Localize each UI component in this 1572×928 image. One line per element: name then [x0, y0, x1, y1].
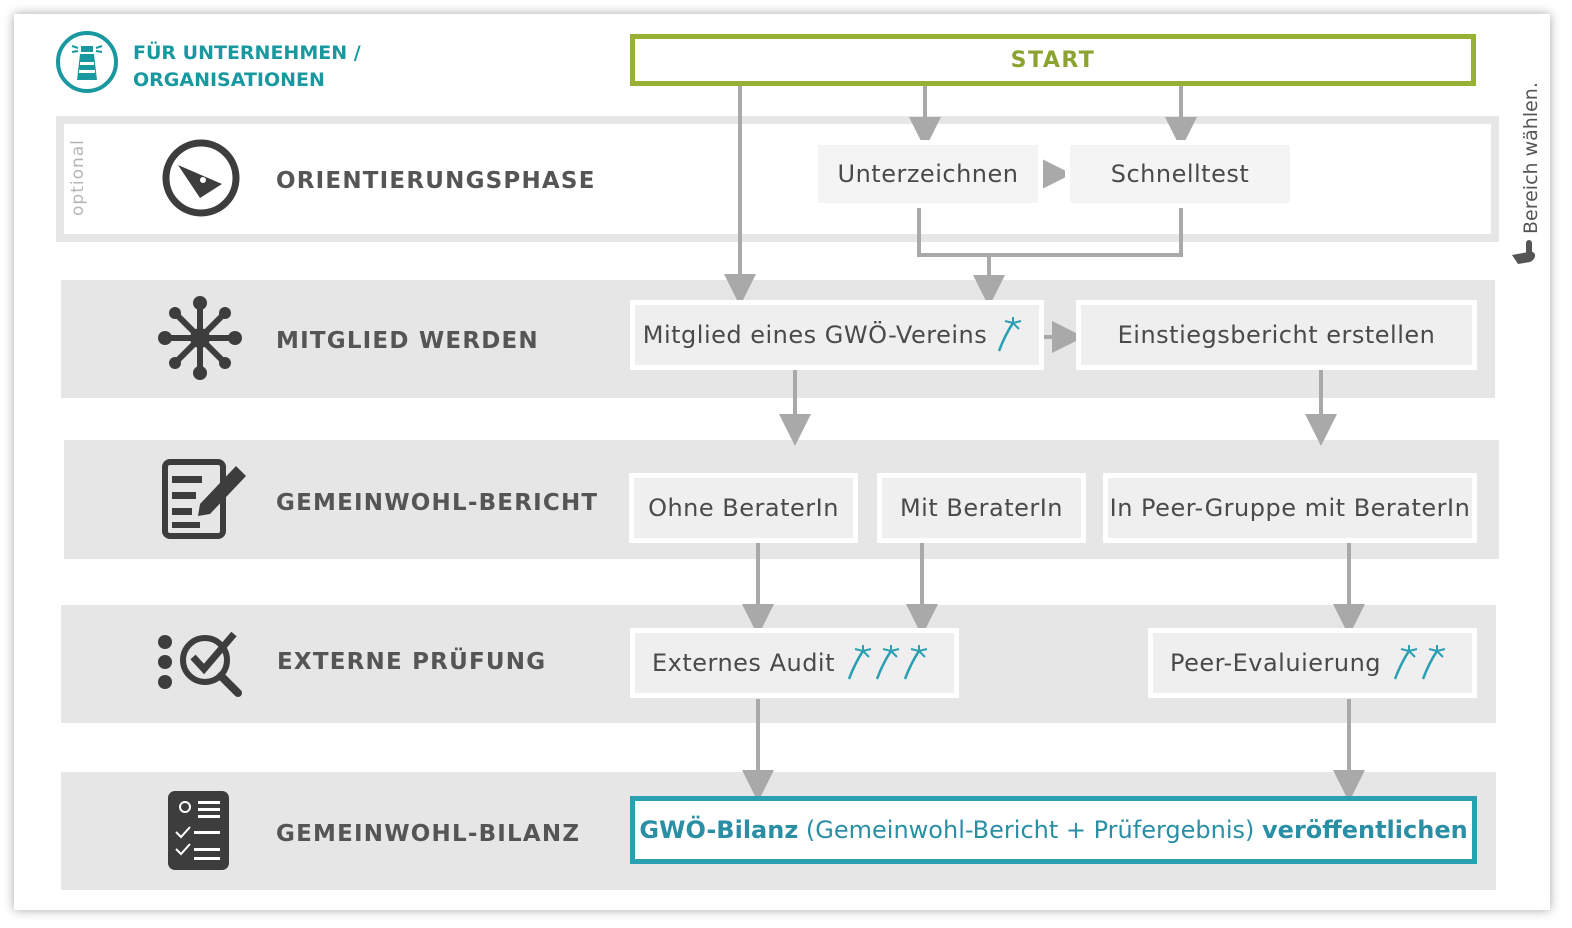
- step-peer-gruppe[interactable]: In Peer-Gruppe mit BeraterIn: [1103, 473, 1477, 543]
- org-title-line1: FÜR UNTERNEHMEN /: [133, 42, 361, 64]
- final-label-part2: (Gemeinwohl-Bericht + Prüfergebnis): [798, 816, 1263, 844]
- step-ohne-berater[interactable]: Ohne BeraterIn: [629, 473, 858, 543]
- palm-marker: [998, 317, 1022, 352]
- final-publish-box[interactable]: GWÖ-Bilanz (Gemeinwohl-Bericht + Prüferg…: [630, 796, 1477, 864]
- phase-label-orientierung: ORIENTIERUNGSPHASE: [276, 168, 596, 194]
- phase-label-bericht: GEMEINWOHL-BERICHT: [276, 490, 599, 516]
- step-label: Externes Audit: [651, 649, 836, 677]
- organization-title: FÜR UNTERNEHMEN / ORGANISATIONEN: [133, 40, 361, 94]
- phase-label-pruefung: EXTERNE PRÜFUNG: [277, 649, 547, 675]
- palm-marker-icon: [998, 317, 1022, 352]
- palm-marker-icon: [1393, 645, 1446, 680]
- palm-marker: [875, 645, 900, 680]
- palm-marker: [903, 645, 928, 680]
- phase-label-bilanz: GEMEINWOHL-BILANZ: [276, 821, 581, 847]
- phase-label-mitglied: MITGLIED WERDEN: [276, 328, 539, 354]
- step-label: Mit BeraterIn: [899, 494, 1064, 522]
- start-box[interactable]: START: [630, 34, 1476, 86]
- step-label: Ohne BeraterIn: [648, 494, 839, 522]
- side-hint: Bereich wählen.: [1520, 82, 1542, 234]
- final-label-part3: veröffentlichen: [1262, 816, 1468, 844]
- step-schnelltest[interactable]: Schnelltest: [1065, 140, 1295, 208]
- step-externes-audit[interactable]: Externes Audit: [630, 628, 959, 698]
- step-label: Mitglied eines GWÖ-Vereins: [642, 321, 988, 349]
- step-label: Unterzeichnen: [837, 160, 1019, 188]
- step-peer-evaluierung[interactable]: Peer-Evaluierung: [1148, 628, 1477, 698]
- step-label: Schnelltest: [1110, 160, 1250, 188]
- step-einstiegsbericht[interactable]: Einstiegsbericht erstellen: [1076, 300, 1477, 370]
- org-title-line2: ORGANISATIONEN: [133, 69, 325, 91]
- palm-marker: [847, 645, 872, 680]
- step-label: In Peer-Gruppe mit BeraterIn: [1109, 494, 1471, 522]
- step-mitglied-verein[interactable]: Mitglied eines GWÖ-Vereins: [630, 300, 1044, 370]
- step-mit-berater[interactable]: Mit BeraterIn: [877, 473, 1086, 543]
- palm-marker-icon: [847, 645, 928, 680]
- step-unterzeichnen[interactable]: Unterzeichnen: [813, 140, 1043, 208]
- palm-marker: [1421, 645, 1446, 680]
- step-label: Peer-Evaluierung: [1169, 649, 1382, 677]
- palm-marker: [1393, 645, 1418, 680]
- optional-tag: optional: [68, 139, 88, 216]
- step-label: Einstiegsbericht erstellen: [1117, 321, 1436, 349]
- final-label-part1: GWÖ-Bilanz: [639, 816, 799, 844]
